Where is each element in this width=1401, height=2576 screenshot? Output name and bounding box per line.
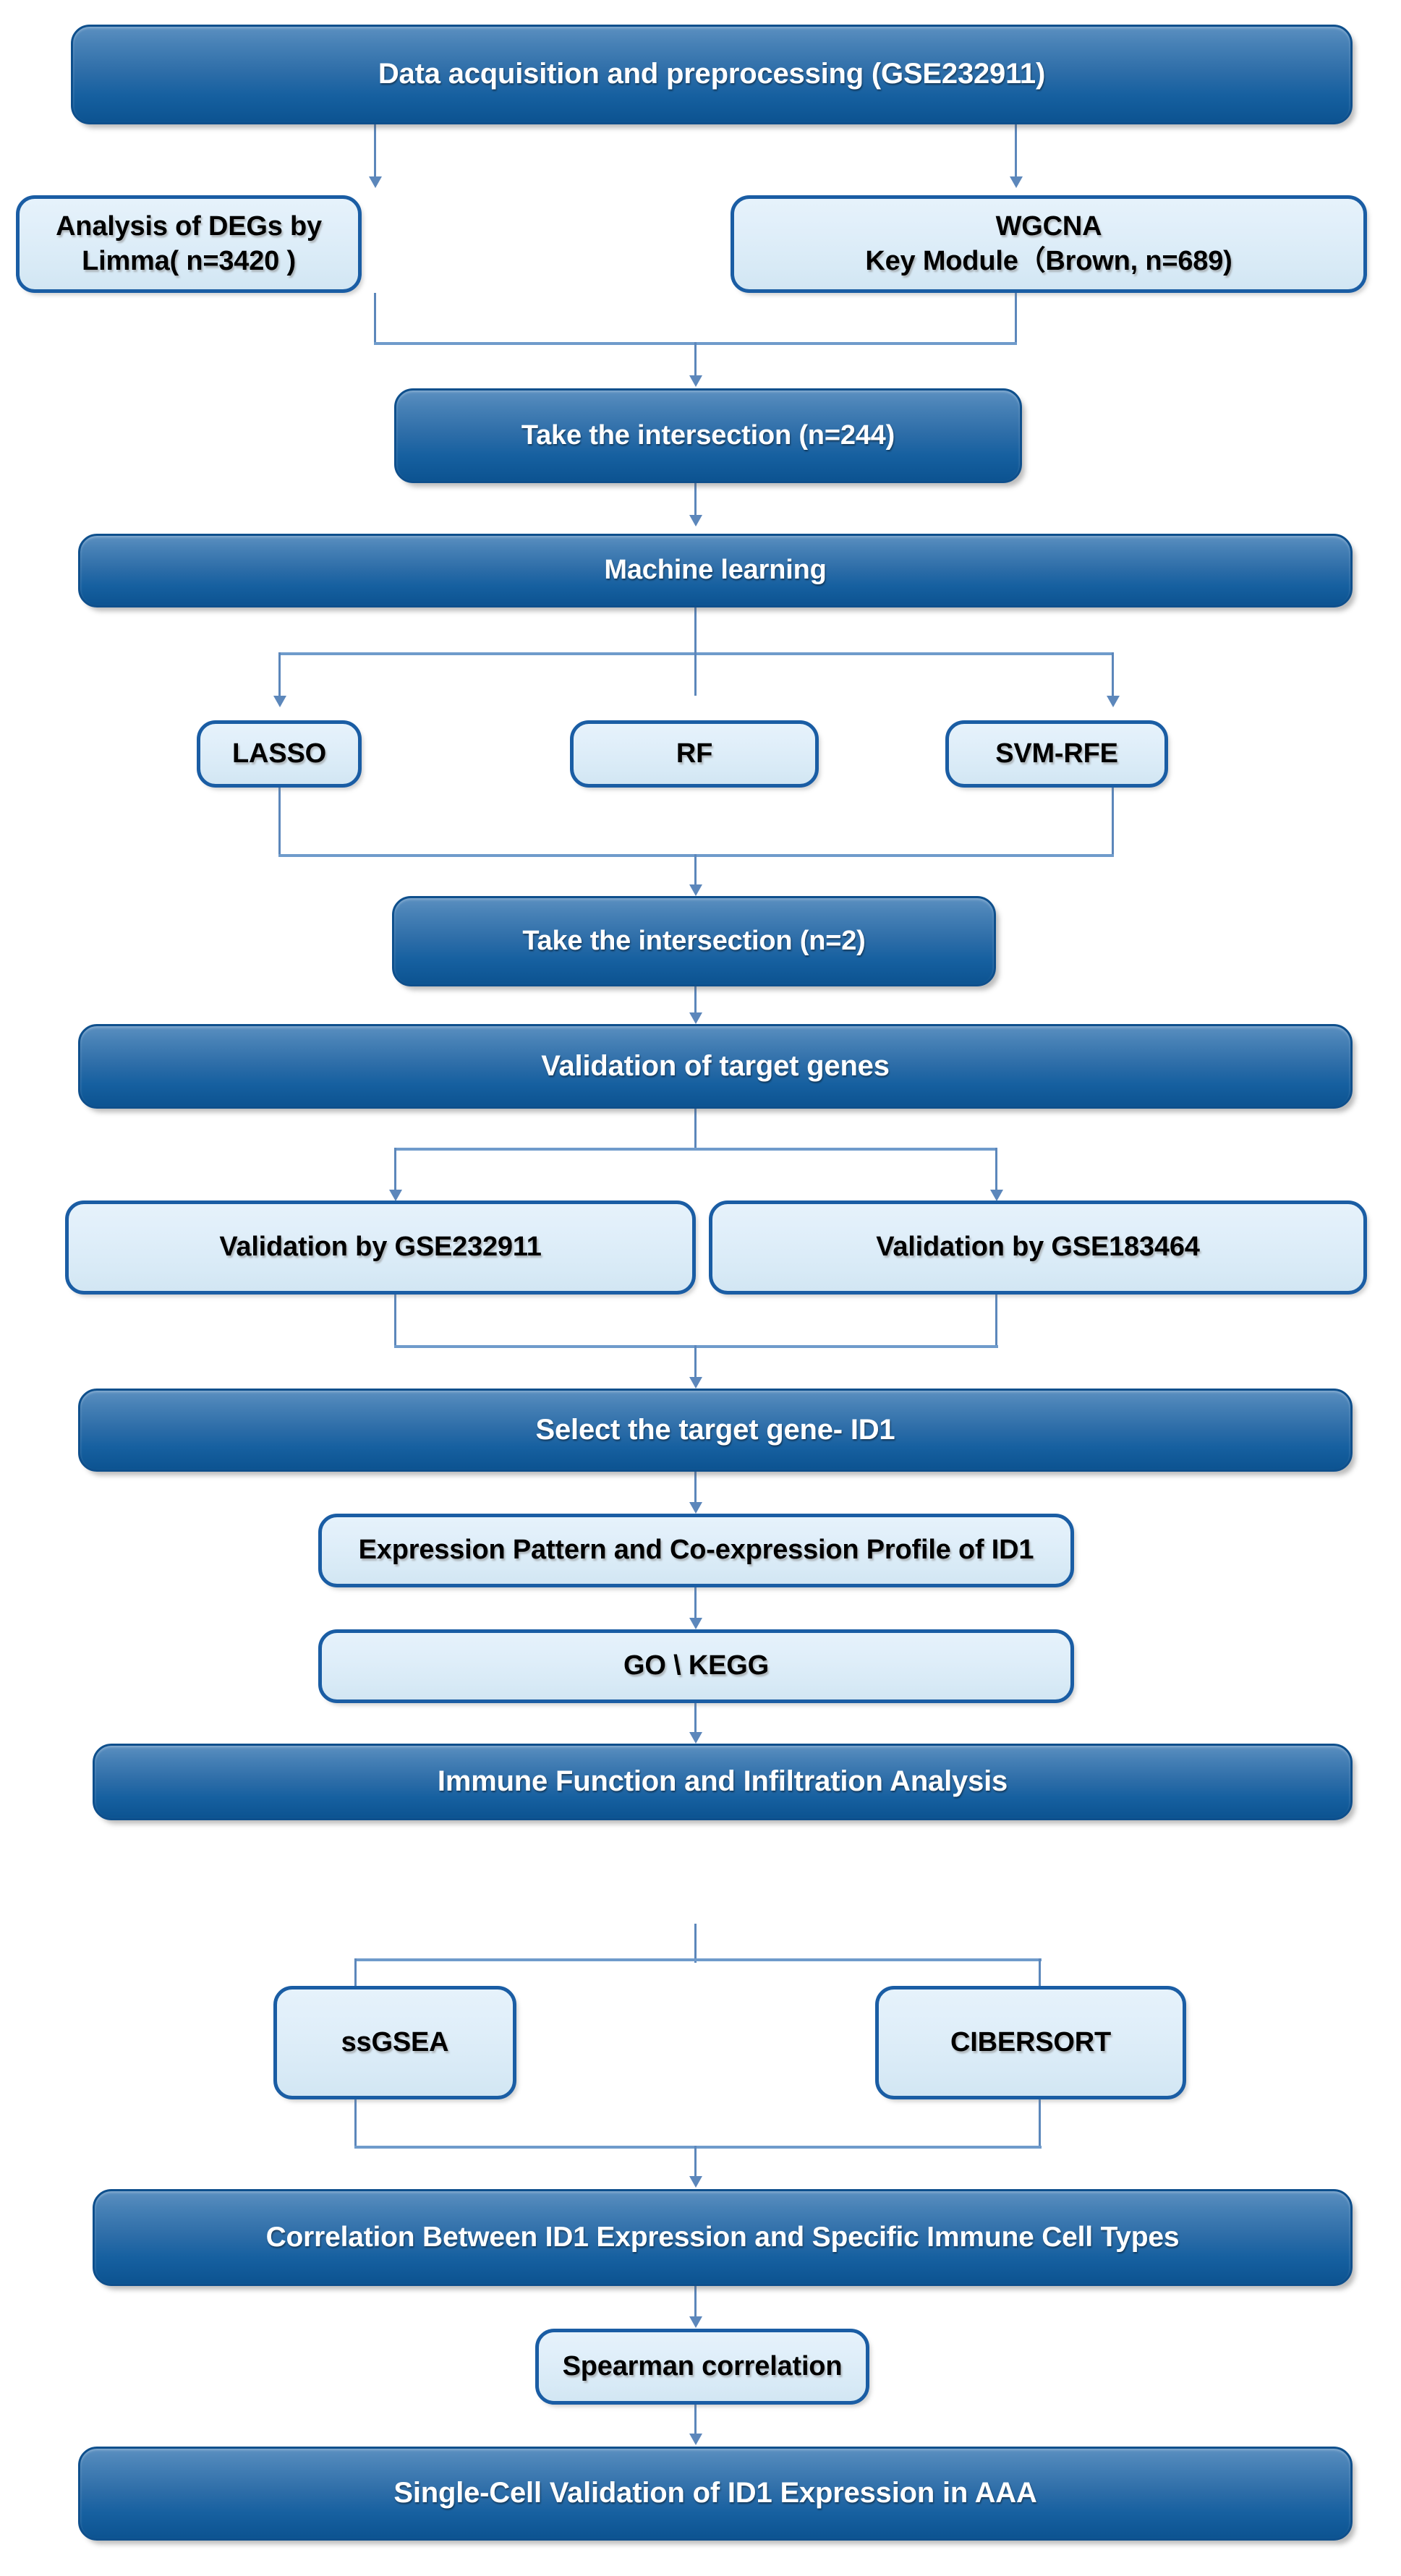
arrowhead-gse183464 (990, 1190, 1003, 1201)
connector-ml-to-lasso (278, 652, 281, 696)
node-correlation[interactable]: Correlation Between ID1 Expression and S… (93, 2189, 1353, 2286)
node-lasso[interactable]: LASSO (197, 720, 362, 788)
node-ssgsea[interactable]: ssGSEA (273, 1986, 516, 2099)
connector-validation-to-gse183464 (995, 1148, 997, 1190)
node-rf[interactable]: RF (570, 720, 819, 788)
node-label: Validation by GSE183464 (876, 1232, 1200, 1263)
arrowhead-machine-learning (689, 515, 702, 526)
node-label: GO \ KEGG (623, 1650, 769, 1681)
connector-merge-to-correlation (694, 2146, 697, 2176)
arrowhead-lasso (273, 696, 286, 707)
node-label: Validation by GSE232911 (219, 1232, 542, 1263)
arrowhead-expression-pattern (689, 1502, 702, 1514)
arrowhead-validation-target (689, 1012, 702, 1024)
arrowhead-gse232911 (389, 1190, 402, 1201)
node-label: ssGSEA (341, 2026, 449, 2057)
node-label: Immune Function and Infiltration Analysi… (437, 1765, 1008, 1798)
node-wgcna[interactable]: WGCNA Key Module（Brown, n=689) (731, 195, 1367, 293)
connector-ml-to-svmrfe (1112, 652, 1114, 696)
connector-immune-split-bar (354, 1958, 1042, 1961)
connector-immune-down (694, 1924, 697, 1963)
node-label: Select the target gene- ID1 (535, 1413, 895, 1446)
connector-intersection244-to-ml (694, 483, 697, 515)
node-label: Expression Pattern and Co-expression Pro… (358, 1535, 1034, 1566)
connector-lasso-down (278, 788, 281, 857)
connector-merge-bar-4 (354, 2146, 1042, 2149)
node-label: CIBERSORT (950, 2026, 1111, 2057)
node-intersection-2[interactable]: Take the intersection (n=2) (392, 896, 996, 986)
node-label: Take the intersection (n=2) (522, 925, 866, 956)
node-validation-target-genes[interactable]: Validation of target genes (78, 1024, 1353, 1109)
arrowhead-spearman (689, 2316, 702, 2328)
connector-ml-to-rf (694, 652, 697, 696)
connector-cibersort-down (1039, 2099, 1041, 2149)
node-label: Validation of target genes (541, 1049, 890, 1082)
connector-validation-split-bar (394, 1148, 996, 1151)
arrowhead-correlation (689, 2176, 702, 2188)
node-degs-limma[interactable]: Analysis of DEGs by Limma( n=3420 ) (16, 195, 362, 293)
node-label: WGCNA Key Module（Brown, n=689) (865, 211, 1232, 276)
node-label: Analysis of DEGs by Limma( n=3420 ) (56, 211, 322, 276)
arrowhead-intersection-244 (689, 375, 702, 387)
node-validation-gse232911[interactable]: Validation by GSE232911 (65, 1200, 696, 1295)
arrowhead-degs (369, 176, 382, 188)
node-select-target-gene[interactable]: Select the target gene- ID1 (78, 1389, 1353, 1472)
node-cibersort[interactable]: CIBERSORT (875, 1986, 1186, 2099)
connector-svmrfe-down (1112, 788, 1114, 857)
node-label: SVM-RFE (995, 738, 1118, 769)
node-label: Take the intersection (n=244) (521, 419, 895, 451)
node-data-acquisition[interactable]: Data acquisition and preprocessing (GSE2… (71, 25, 1353, 124)
connector-acquisition-to-degs (374, 124, 376, 176)
node-label: Single-Cell Validation of ID1 Expression… (393, 2477, 1037, 2509)
connector-merge-to-intersection-2 (694, 854, 697, 884)
node-svm-rfe[interactable]: SVM-RFE (945, 720, 1168, 788)
connector-ml-down (694, 607, 697, 655)
node-machine-learning[interactable]: Machine learning (78, 534, 1353, 607)
node-intersection-244[interactable]: Take the intersection (n=244) (394, 388, 1022, 483)
connector-gse232911-down (394, 1295, 396, 1348)
connector-validation-to-gse232911 (394, 1148, 396, 1190)
connector-expression-to-gokegg (694, 1587, 697, 1618)
node-go-kegg[interactable]: GO \ KEGG (318, 1629, 1074, 1703)
node-label: RF (676, 738, 713, 769)
arrowhead-gokegg (689, 1618, 702, 1629)
connector-validation-down (694, 1109, 697, 1151)
connector-intersection2-to-validation (694, 986, 697, 1012)
arrowhead-immune-function (689, 1732, 702, 1744)
node-spearman-correlation[interactable]: Spearman correlation (535, 2329, 869, 2405)
connector-gokegg-to-immune (694, 1703, 697, 1732)
connector-selectgene-to-expression (694, 1472, 697, 1502)
node-validation-gse183464[interactable]: Validation by GSE183464 (709, 1200, 1367, 1295)
arrowhead-select-gene (689, 1377, 702, 1389)
node-expression-pattern[interactable]: Expression Pattern and Co-expression Pro… (318, 1514, 1074, 1587)
connector-merge-to-select-gene (694, 1345, 697, 1377)
connector-gse183464-down (995, 1295, 997, 1348)
connector-degs-down (374, 293, 376, 345)
connector-acquisition-to-wgcna (1015, 124, 1017, 176)
connector-wgcna-down (1015, 293, 1017, 345)
node-label: Machine learning (604, 555, 827, 586)
node-single-cell-validation[interactable]: Single-Cell Validation of ID1 Expression… (78, 2447, 1353, 2541)
arrowhead-wgcna (1010, 176, 1023, 188)
node-label: Spearman correlation (562, 2350, 843, 2381)
node-immune-function[interactable]: Immune Function and Infiltration Analysi… (93, 1744, 1353, 1820)
connector-correlation-to-spearman (694, 2286, 697, 2316)
connector-immune-to-cibersort (1039, 1958, 1041, 1990)
arrowhead-single-cell (689, 2434, 702, 2445)
node-label: Data acquisition and preprocessing (GSE2… (378, 58, 1046, 90)
connector-merge-to-intersection-244 (694, 342, 697, 375)
connector-spearman-to-singlecell (694, 2405, 697, 2434)
connector-immune-to-ssgsea (354, 1958, 357, 1990)
arrowhead-intersection-2 (689, 884, 702, 896)
connector-ssgsea-down (354, 2099, 357, 2149)
arrowhead-svmrfe (1107, 696, 1120, 707)
node-label: LASSO (232, 738, 326, 769)
node-label: Correlation Between ID1 Expression and S… (265, 2221, 1180, 2253)
